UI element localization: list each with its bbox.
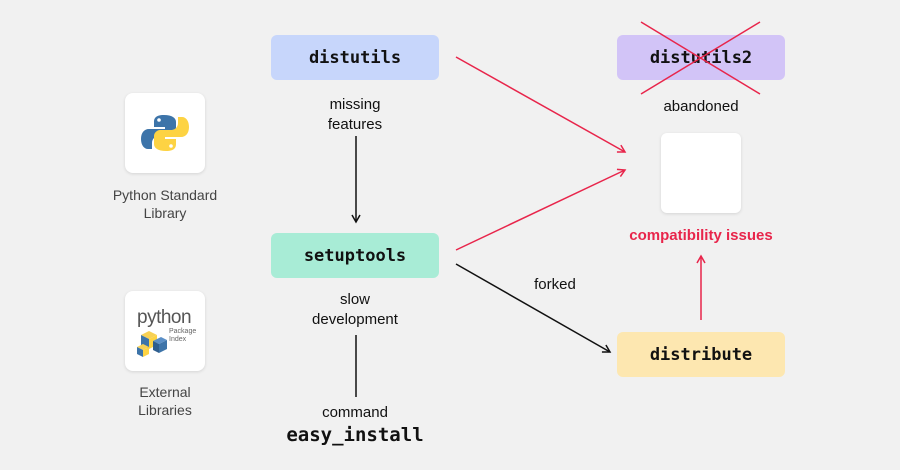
python-logo-card xyxy=(125,93,205,173)
setuptools-node: setuptools xyxy=(271,233,439,278)
easy-install-command: easy_install xyxy=(286,424,424,446)
missing-features-label: missing features xyxy=(285,95,425,135)
pypi-logo-sub2: Index xyxy=(169,336,187,343)
missing-line2: features xyxy=(327,116,383,133)
forked-label: forked xyxy=(515,275,595,295)
abandoned-text: abandoned xyxy=(663,98,739,115)
arrow-distutils-to-compat xyxy=(455,56,627,153)
pypi-logo-card: python Package Index xyxy=(125,291,205,371)
distribute-label: distribute xyxy=(649,344,753,365)
compatibility-card xyxy=(661,133,741,213)
distutils-node: distutils xyxy=(271,35,439,80)
external-label-line1: External xyxy=(139,384,191,400)
command-label: command easy_install xyxy=(265,403,445,447)
slow-line2: development xyxy=(312,311,398,328)
command-word: command xyxy=(322,404,388,421)
forked-text: forked xyxy=(534,276,576,293)
stdlib-label-line1: Python Standard xyxy=(112,187,218,203)
distribute-node: distribute xyxy=(617,332,785,377)
abandoned-label: abandoned xyxy=(631,97,771,117)
pypi-cubes-icon xyxy=(137,331,167,357)
compatibility-issues-text: compatibility issues xyxy=(629,227,773,244)
distutils2-cross-line-2 xyxy=(640,21,761,95)
arrow-setuptools-to-compat xyxy=(455,168,627,251)
setuptools-label: setuptools xyxy=(303,245,407,266)
missing-line1: missing xyxy=(329,96,381,113)
slow-line1: slow xyxy=(339,291,370,308)
external-label-line2: Libraries xyxy=(138,402,192,418)
stdlib-label: Python Standard Library xyxy=(95,186,235,222)
stdlib-label-line2: Library xyxy=(143,205,187,221)
slow-development-label: slow development xyxy=(285,290,425,330)
pypi-logo-text: python xyxy=(137,307,192,328)
python-logo-icon xyxy=(141,115,189,151)
external-label: External Libraries xyxy=(95,383,235,419)
compatibility-issues-label: compatibility issues xyxy=(611,226,791,246)
arrow-setuptools-to-distribute xyxy=(455,263,612,353)
distutils-label: distutils xyxy=(308,47,402,68)
pypi-logo-sub1: Package xyxy=(169,328,197,335)
